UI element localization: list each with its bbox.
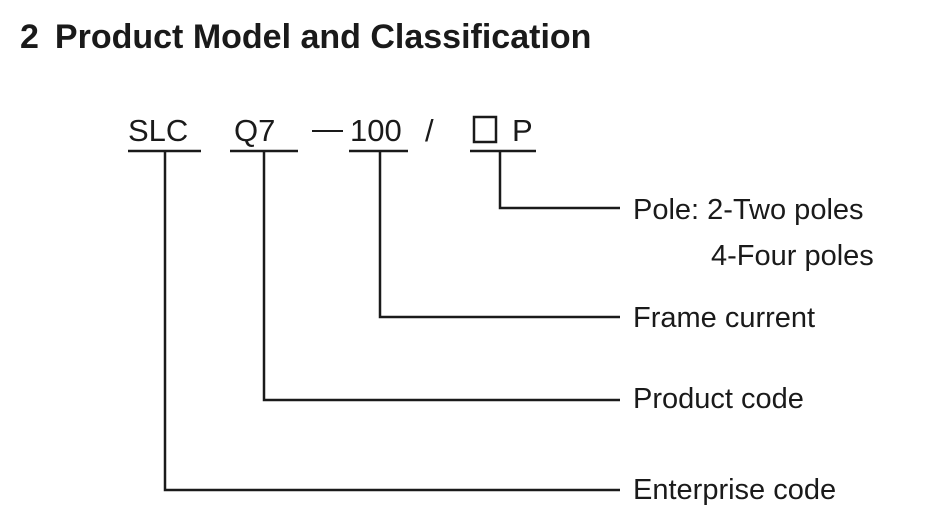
section-heading: 2 Product Model and Classification: [20, 18, 591, 57]
leader-frame-current: [378, 152, 620, 319]
leader-pole: [498, 152, 620, 210]
segment-dash: —: [312, 111, 343, 146]
leader-product-code: [262, 152, 620, 402]
segment-pole-suffix: P: [512, 113, 533, 148]
label-product-code: Product code: [633, 383, 804, 415]
pole-placeholder-box: [472, 115, 498, 144]
section-title: Product Model and Classification: [54, 18, 592, 56]
section-number: 2: [20, 18, 39, 56]
label-frame-current: Frame current: [633, 302, 815, 334]
segment-enterprise-code: SLC: [128, 113, 188, 148]
leader-enterprise-code: [163, 152, 620, 492]
segment-frame-current: 100: [350, 113, 402, 148]
label-pole-line1: Pole: 2-Two poles: [633, 194, 864, 226]
label-pole-line2: 4-Four poles: [711, 240, 874, 272]
label-enterprise-code: Enterprise code: [633, 474, 836, 506]
segment-slash: /: [425, 113, 434, 148]
segment-product-code: Q7: [234, 113, 275, 148]
